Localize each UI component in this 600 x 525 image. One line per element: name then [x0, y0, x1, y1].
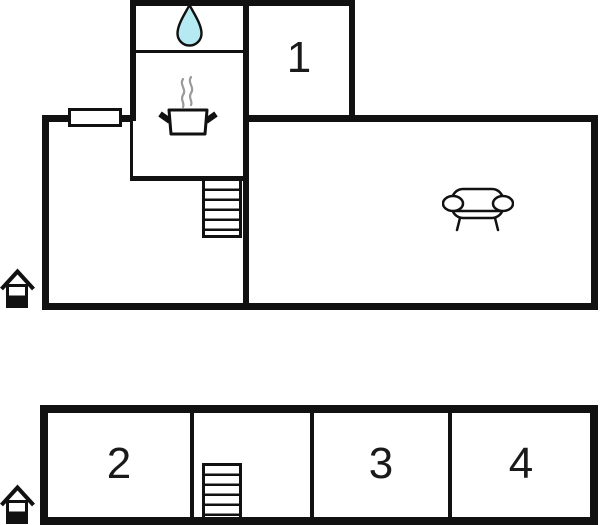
- wall-lower-right: [590, 405, 598, 525]
- sofa-armrest-left: [442, 194, 465, 213]
- window-icon: [68, 108, 122, 127]
- water-drop-icon: [176, 3, 203, 47]
- room-2-label: 2: [106, 439, 132, 488]
- stairs-icon-upper: [202, 181, 242, 238]
- wall-divider-room3-room4: [448, 409, 452, 521]
- wall-divider-room2-stairs: [190, 409, 194, 521]
- wall-lower-bottom: [40, 517, 598, 525]
- wall-kitchen-left-inner: [130, 118, 133, 178]
- house-level-icon-upper: [0, 268, 35, 308]
- house-body-lower-fill: [6, 511, 28, 524]
- steam-line-right: [188, 75, 194, 107]
- room-3-label: 3: [368, 439, 394, 488]
- wall-main-right: [591, 115, 598, 310]
- wall-main-bottom: [42, 303, 598, 310]
- room-1-label: 1: [286, 33, 312, 82]
- wall-top-block-top: [130, 0, 355, 6]
- sofa-leg-right: [493, 216, 500, 232]
- wall-bathroom-divider: [136, 50, 243, 53]
- cooking-pot-icon: [158, 75, 218, 136]
- house-level-icon-lower: [0, 484, 35, 524]
- sofa-icon: [442, 187, 514, 232]
- wall-room1-right: [349, 0, 355, 121]
- house-body-lower-fill: [6, 295, 28, 308]
- water-drop-shape: [176, 3, 203, 47]
- steam-line-left: [180, 77, 186, 109]
- wall-kitchen-bottom: [130, 176, 249, 181]
- wall-divider-stairs-room3: [310, 409, 314, 521]
- wall-kitchen-left-outer: [130, 0, 136, 121]
- stairs-icon-lower: [202, 463, 242, 517]
- wall-center-divider: [243, 2, 249, 307]
- sofa-leg-left: [455, 216, 462, 232]
- wall-main-top-right: [246, 115, 598, 122]
- sofa-armrest-right: [491, 194, 514, 213]
- pot-body: [167, 108, 209, 136]
- wall-main-left: [42, 115, 49, 310]
- house-roof: [0, 484, 35, 507]
- wall-lower-top: [40, 405, 598, 413]
- wall-lower-left: [40, 405, 48, 525]
- room-4-label: 4: [508, 439, 534, 488]
- house-roof: [0, 268, 35, 291]
